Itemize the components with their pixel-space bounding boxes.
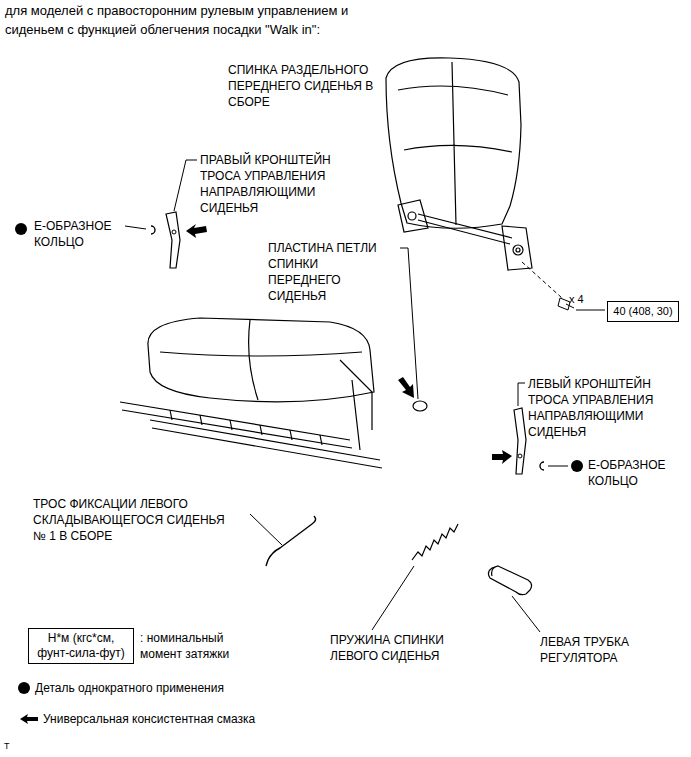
spring (412, 524, 458, 560)
seat-rail (120, 402, 382, 468)
seat-back-bar (418, 214, 512, 244)
figure-code: T (4, 738, 10, 754)
value-box: Н*м (кгс*см, фунт-сила-фут) (28, 628, 134, 664)
torque-leader (576, 310, 605, 311)
grease-arrow (186, 224, 207, 238)
left-bracket (514, 408, 526, 474)
right-bracket (166, 212, 180, 268)
hinge-pivot (408, 212, 416, 220)
seat-back-hinge-right (502, 226, 532, 270)
single-use-mark (15, 223, 27, 235)
seat-rail-teeth (170, 410, 322, 445)
leader-line (250, 514, 282, 545)
regulator-tube (488, 566, 531, 595)
part-name: СПИНКА РАЗДЕЛЬНОГО ПЕРЕДНЕГО СИДЕНЬЯ В С… (228, 62, 378, 110)
grease-arrow (398, 377, 414, 398)
leader-line (518, 383, 525, 406)
bracket-hole (518, 454, 522, 458)
legend-text: : номинальный момент затяжки (140, 630, 265, 662)
value-box: 40 (408, 30) (607, 301, 679, 322)
part-name: Е-ОБРАЗНОЕ КОЛЬЦО (34, 218, 126, 250)
hinge-plate (413, 401, 427, 411)
single-use-mark (571, 460, 583, 472)
grease-arrow (492, 450, 512, 464)
part-name: ЛЕВАЯ ТРУБКА РЕГУЛЯТОРА (540, 634, 650, 666)
quantity: x 4 (569, 291, 584, 307)
part-name: ПРУЖИНА СПИНКИ ЛЕВОГО СИДЕНЬЯ (330, 632, 465, 664)
box-text: Н*м (кгс*см, фунт-сила-фут) (33, 631, 129, 661)
seat-cushion (120, 318, 382, 468)
part-name: Е-ОБРАЗНОЕ КОЛЬЦО (588, 457, 680, 489)
diagram-title: для моделей с правосторонним рулевым упр… (5, 1, 370, 39)
leader-line (125, 226, 146, 229)
lock-cable (266, 516, 316, 566)
legend-text: Универсальная консистентная смазка (43, 711, 363, 727)
bracket-hole (172, 230, 176, 234)
seat-back (386, 58, 532, 270)
cushion-seam (160, 320, 362, 400)
part-name: ПРАВЫЙ КРОНШТЕЙН ТРОСА УПРАВЛЕНИЯ НАПРАВ… (200, 152, 350, 216)
e-ring (540, 462, 544, 470)
leader-line (174, 160, 197, 211)
leader-line (548, 466, 568, 467)
hinge-pivot (513, 245, 523, 255)
part-name: ПЛАСТИНА ПЕТЛИ СПИНКИ ПЕРЕДНЕГО СИДЕНЬЯ (268, 240, 388, 304)
legend-text: Деталь однократного применения (35, 680, 335, 696)
leader-line (512, 596, 540, 632)
box-text: 40 (408, 30) (612, 304, 674, 319)
legend-dot-symbol (18, 682, 30, 694)
hinge-pivot (516, 248, 520, 252)
leader-line (400, 248, 418, 399)
bolt-axis (522, 262, 562, 298)
e-ring (151, 226, 155, 234)
part-name: ТРОС ФИКСАЦИИ ЛЕВОГО СКЛАДЫВАЮЩЕГОСЯ СИД… (33, 496, 233, 544)
leader-line (372, 566, 414, 630)
seat-frame (340, 360, 372, 450)
legend-arrow-symbol (20, 714, 38, 724)
part-name: ЛЕВЫЙ КРОНШТЕЙН ТРОСА УПРАВЛЕНИЯ НАПРАВЛ… (528, 376, 678, 440)
